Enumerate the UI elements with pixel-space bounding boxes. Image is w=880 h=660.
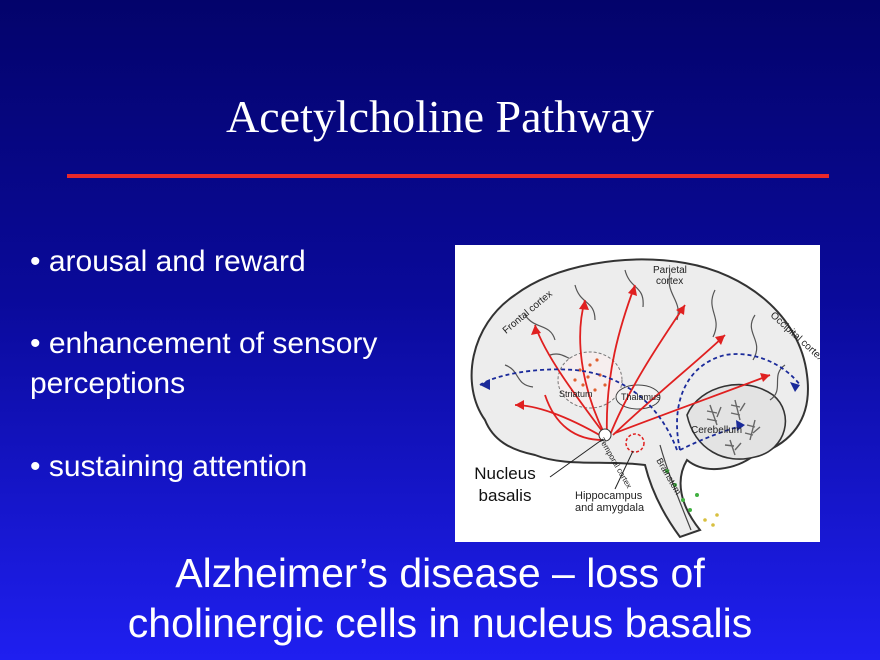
conclusion-line1: Alzheimer’s disease – loss of <box>175 550 705 596</box>
nucleus-pointer <box>549 438 604 478</box>
brain-figure: Frontal cortex Parietal cortex Occipital… <box>455 245 820 542</box>
hippocampus-amygdala-label: Hippocampus and amygdala <box>575 490 644 514</box>
brainstem-outline <box>659 444 692 531</box>
label-parietal-1: Parietal <box>653 265 687 276</box>
bullet-arousal: • arousal and reward <box>30 245 306 278</box>
brainstem-dots <box>665 469 699 512</box>
hippocampus-pointer <box>614 450 634 490</box>
hippo-label-line1: Hippocampus <box>575 490 643 502</box>
bullet-attention: • sustaining attention <box>30 450 308 483</box>
pathway-arrowheads-red <box>515 285 770 410</box>
title-divider <box>67 174 829 178</box>
brainstem-yellow-dots <box>703 513 719 527</box>
slide-title: Acetylcholine Pathway <box>226 91 654 142</box>
cerebellum-leaves <box>706 399 761 456</box>
label-parietal-2: cortex <box>656 276 683 287</box>
gyri-lines <box>504 269 786 401</box>
nucleus-label-line2: basalis <box>478 486 532 505</box>
label-cerebellum: Cerebellum <box>691 425 742 436</box>
pathway-arrowheads-blue <box>480 379 800 431</box>
hippocampus-marker <box>625 433 645 453</box>
nucleus-basalis-origin <box>598 428 612 442</box>
label-striatum: Striatum <box>559 389 593 399</box>
hippo-label-line2: and amygdala <box>575 502 645 514</box>
nucleus-label-line1: Nucleus <box>474 464 536 483</box>
label-thalamus: Thalamus <box>621 392 661 402</box>
conclusion-text: Alzheimer’s disease – loss of cholinergi… <box>0 548 880 648</box>
brain-diagram: Frontal cortex Parietal cortex Occipital… <box>470 258 820 539</box>
conclusion-line2: cholinergic cells in nucleus basalis <box>127 600 753 646</box>
nucleus-basalis-label: Nucleus basalis <box>465 463 545 507</box>
bullet-sensory: • enhancement of sensory perceptions <box>30 327 378 400</box>
striatum-dots <box>573 358 607 392</box>
cholinergic-pathways-red <box>514 284 771 441</box>
